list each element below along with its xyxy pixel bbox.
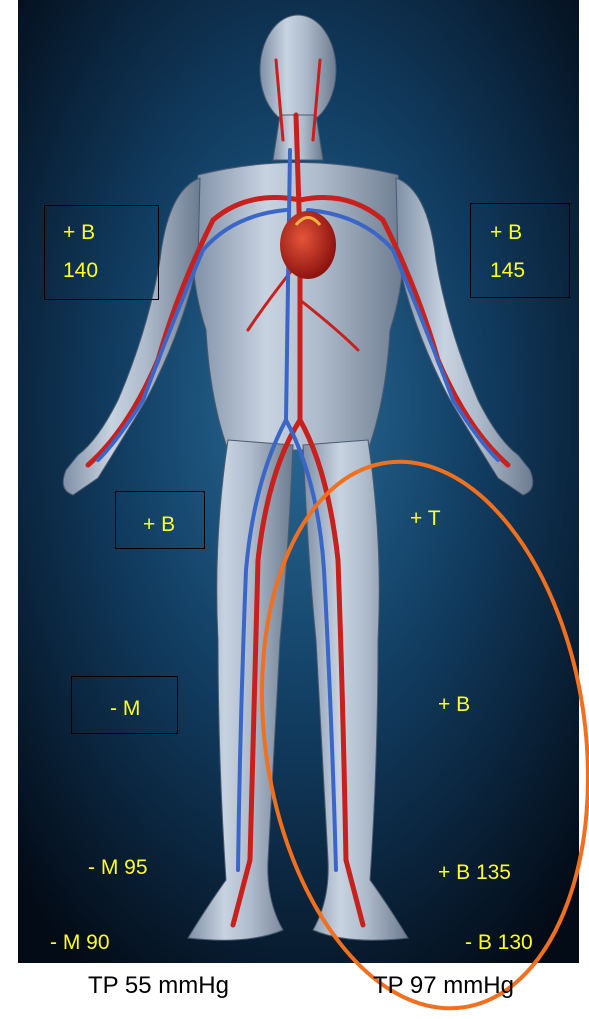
caption-left-pressure: TP 55 mmHg — [88, 972, 229, 1000]
thigh-left-label: + B — [143, 512, 175, 538]
thigh-right-label: + T — [410, 506, 441, 532]
shin-right-label: + B — [438, 692, 470, 718]
foot-left-label: - M 90 — [50, 930, 110, 956]
caption-right-pressure: TP 97 mmHg — [373, 972, 514, 1000]
upper-left-label-line2: 140 — [63, 258, 98, 284]
anatomy-illustration: + B 140 + B 145 + B + T - M + B - M 95 +… — [18, 0, 579, 963]
foot-right-label: - B 130 — [465, 930, 533, 956]
circulatory-system-figure — [18, 0, 579, 963]
label-box-upper-left — [44, 205, 159, 300]
upper-left-label-line1: + B — [63, 220, 95, 246]
upper-right-label-line2: 145 — [490, 258, 525, 284]
ankle-right-label: + B 135 — [438, 860, 511, 886]
heart-icon — [280, 211, 336, 279]
knee-left-label: - M — [110, 696, 140, 722]
upper-right-label-line1: + B — [490, 220, 522, 246]
ankle-left-label: - M 95 — [88, 855, 148, 881]
